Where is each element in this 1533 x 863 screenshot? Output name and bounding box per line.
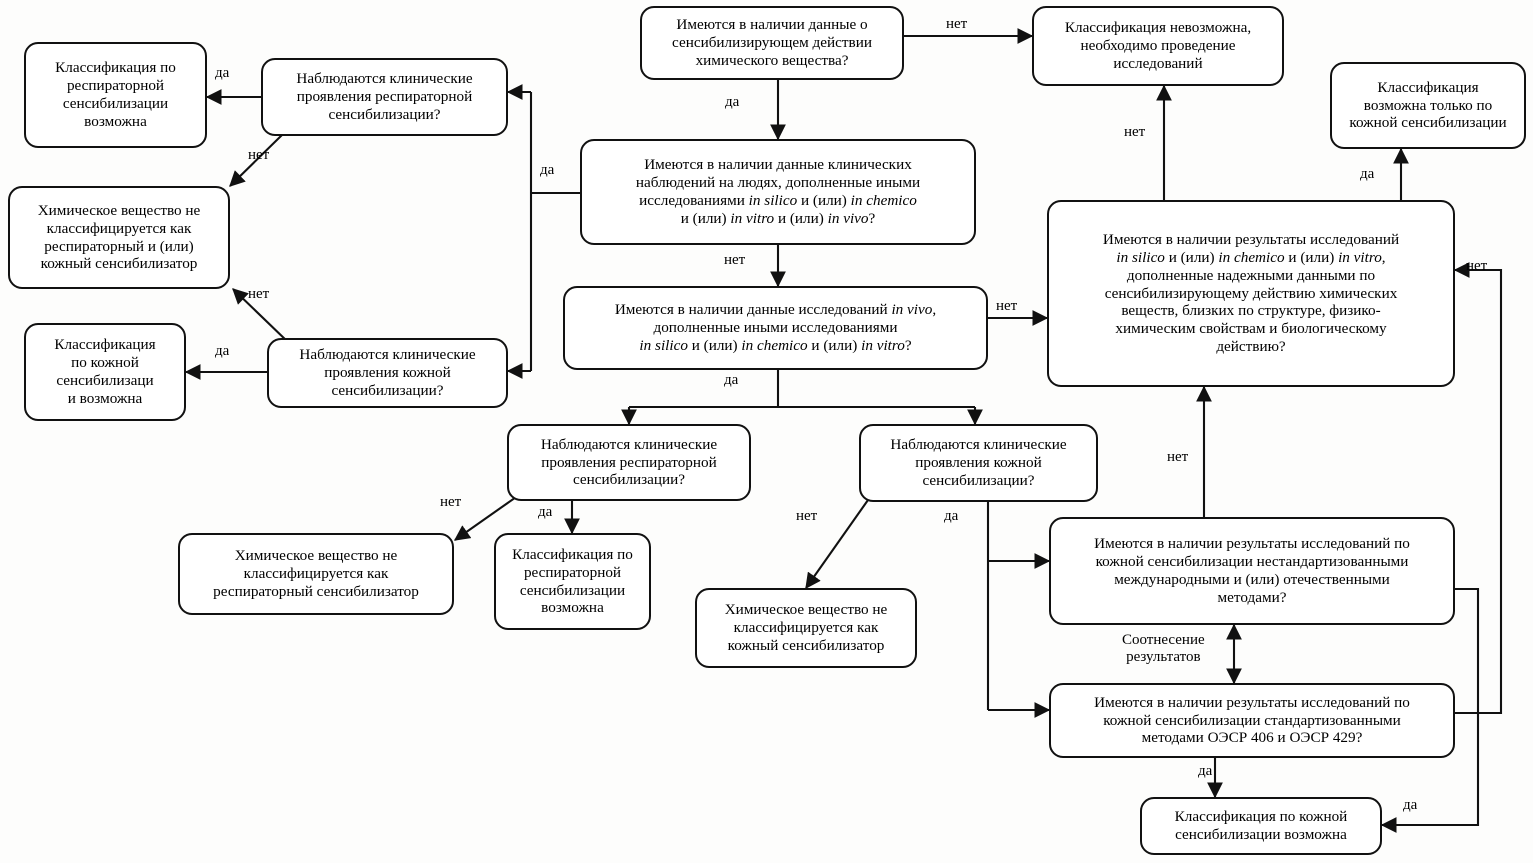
edge-label-skin-mid-yes: да — [944, 508, 959, 524]
edge-label-skin-top-yes: да — [215, 343, 230, 359]
edge-standard-no-loop — [1453, 262, 1503, 715]
edge-label-resp-top-no: нет — [248, 147, 270, 163]
edge-label-skin-mid-no: нет — [796, 508, 818, 524]
node-insilico-structure[interactable]: Имеются в наличии результаты исследовани… — [1047, 200, 1455, 387]
edge-label-insilico-yes: да — [1360, 166, 1375, 182]
edge-label-invivo-yes: да — [724, 372, 739, 388]
node-skin-clinical-top[interactable]: Наблюдаются клинические проявления кожно… — [267, 338, 508, 408]
node-cannot-classify[interactable]: Классификация невозможна, необходимо про… — [1032, 6, 1284, 86]
edge-label-skin-top-no: нет — [248, 286, 270, 302]
edge-label-human-no: нет — [724, 252, 746, 268]
edge-label-human-yes: да — [540, 162, 555, 178]
node-not-resp-sensitizer[interactable]: Химическое вещество не классифицируется … — [178, 533, 454, 615]
edge-label-nonstandard-yes: да — [1403, 797, 1418, 813]
node-skin-only-classification[interactable]: Классификация возможна только по кожной … — [1330, 62, 1526, 149]
edge-label-standard-yes: да — [1198, 763, 1213, 779]
node-nonstandard-methods[interactable]: Имеются в наличии результаты исследовани… — [1049, 517, 1455, 625]
edge-label-insilico-no-right: нет — [1466, 258, 1488, 274]
node-skin-clinical-mid[interactable]: Наблюдаются клинические проявления кожно… — [859, 424, 1098, 502]
node-skin-class-possible-left[interactable]: Классификация по кожной сенсибилизаци и … — [24, 323, 186, 421]
edge-label-nonstandard-up: нет — [1167, 449, 1189, 465]
node-standard-methods[interactable]: Имеются в наличии результаты исследовани… — [1049, 683, 1455, 758]
node-not-classified-both[interactable]: Химическое вещество не классифицируется … — [8, 186, 230, 289]
node-human-clinical-data[interactable]: Имеются в наличии данные клинических наб… — [580, 139, 976, 245]
node-not-skin-sensitizer[interactable]: Химическое вещество не классифицируется … — [695, 588, 917, 668]
edge-label-invivo-no: нет — [996, 298, 1018, 314]
node-invivo-data[interactable]: Имеются в наличии данные исследований in… — [563, 286, 988, 370]
edge-label-start-no: нет — [946, 16, 968, 32]
node-start-data-available[interactable]: Имеются в наличии данные о сенсибилизиру… — [640, 6, 904, 80]
node-resp-clinical-top[interactable]: Наблюдаются клинические проявления респи… — [261, 58, 508, 136]
node-skin-class-possible-bottom[interactable]: Классификация по кожной сенсибилизации в… — [1140, 797, 1382, 855]
edge-label-correlation: Соотнесение результатов — [1122, 632, 1205, 666]
edge-label-resp-mid-yes: да — [538, 504, 553, 520]
node-resp-clinical-mid[interactable]: Наблюдаются клинические проявления респи… — [507, 424, 751, 501]
edge-label-resp-mid-no: нет — [440, 494, 462, 510]
node-resp-class-possible-left[interactable]: Классификация по респираторной сенсибили… — [24, 42, 207, 148]
edge-label-resp-top-yes: да — [215, 65, 230, 81]
edge-label-start-yes: да — [725, 94, 740, 110]
node-resp-class-possible-mid[interactable]: Классификация по респираторной сенсибили… — [494, 533, 651, 630]
edge-label-insilico-no-up: нет — [1124, 124, 1146, 140]
